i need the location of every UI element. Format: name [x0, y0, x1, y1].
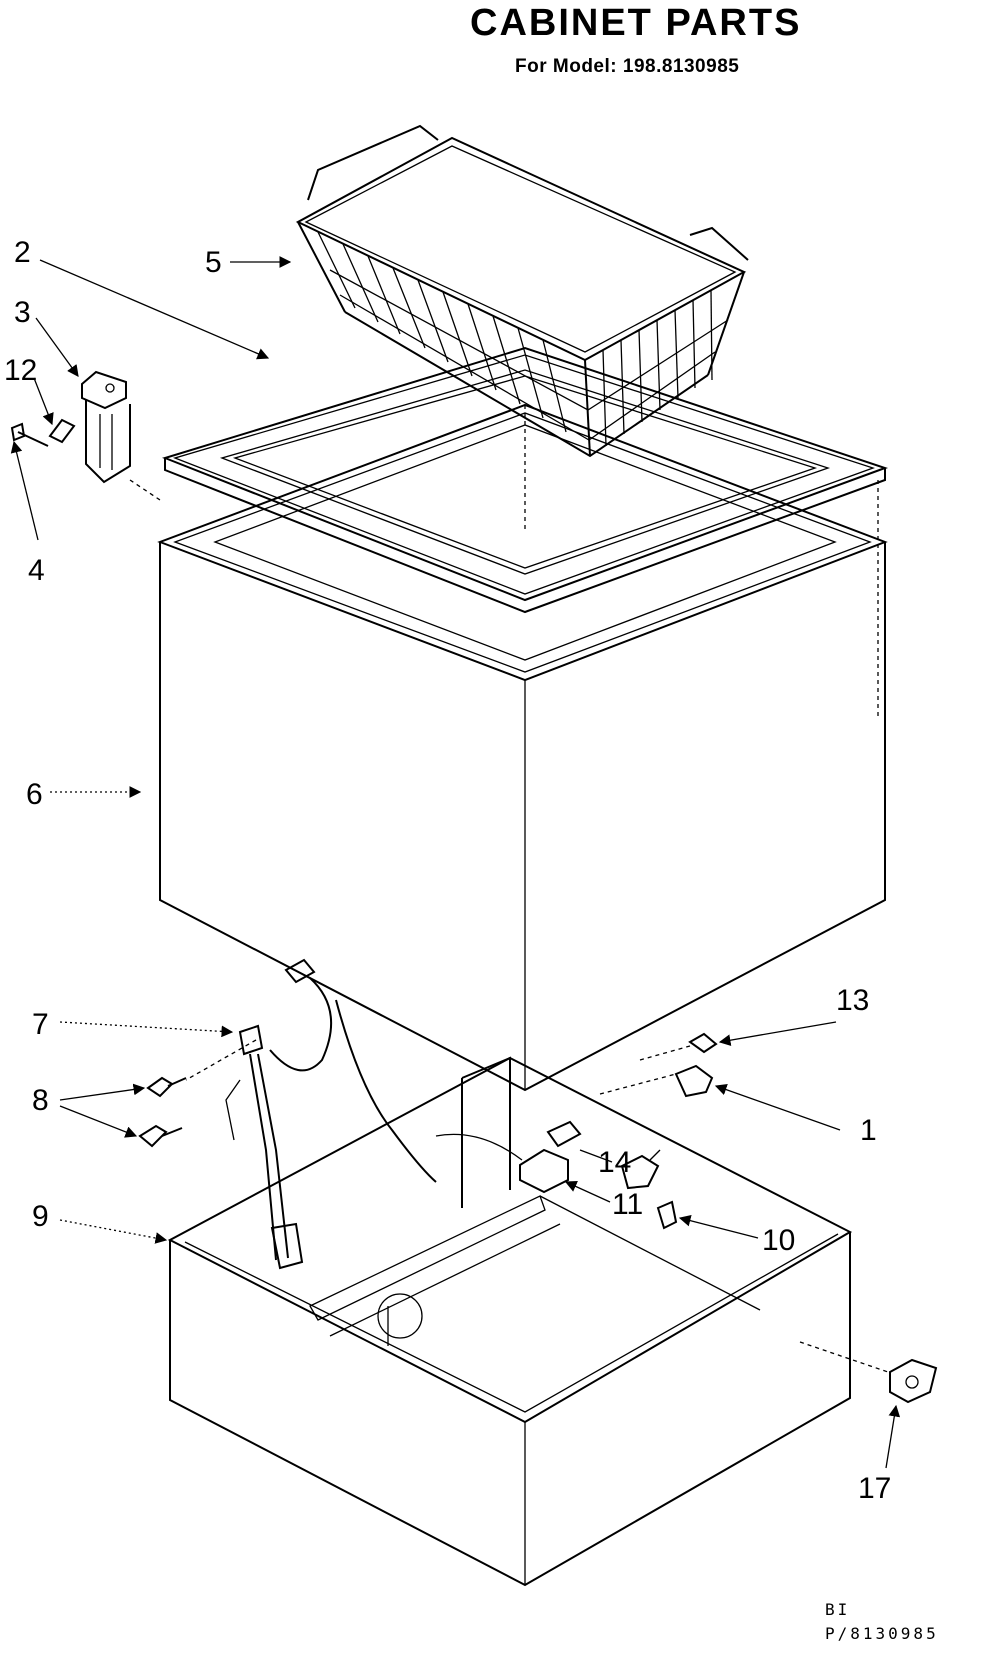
wire-basket: [295, 124, 749, 458]
cabinet-body: [157, 403, 888, 1092]
base-compartment: [167, 1056, 853, 1587]
model-subtitle: For Model: 198.8130985: [515, 56, 740, 77]
callout-6: 6: [26, 778, 43, 811]
diagram-code-line-2: P/8130985: [825, 1624, 939, 1643]
page-title: CABINET PARTS: [470, 2, 802, 44]
callout-13: 13: [836, 984, 869, 1017]
callout-11: 11: [612, 1188, 643, 1221]
callout-labels: 5 2 3 12 4 6 7 8 9 13 1 14 11 10 17: [4, 236, 891, 1505]
callout-3: 3: [14, 296, 31, 329]
callout-4: 4: [28, 554, 45, 587]
callout-1: 1: [860, 1114, 877, 1147]
lid-frame: [161, 346, 889, 614]
base-controls: [435, 1032, 718, 1230]
callout-14: 14: [598, 1146, 631, 1179]
callout-8: 8: [32, 1084, 49, 1117]
wiring-harness: [138, 958, 437, 1270]
callout-17: 17: [858, 1472, 891, 1505]
callout-7: 7: [32, 1008, 49, 1041]
callout-2: 2: [14, 236, 31, 269]
leveling-leg: [799, 1341, 938, 1404]
leader-lines: [10, 256, 901, 1469]
callout-9: 9: [32, 1200, 49, 1233]
diagram-code-line-1: BI: [825, 1600, 851, 1619]
callout-12: 12: [4, 354, 37, 387]
callout-5: 5: [205, 246, 222, 279]
callout-10: 10: [762, 1224, 795, 1257]
hinge-assembly: [10, 370, 131, 484]
